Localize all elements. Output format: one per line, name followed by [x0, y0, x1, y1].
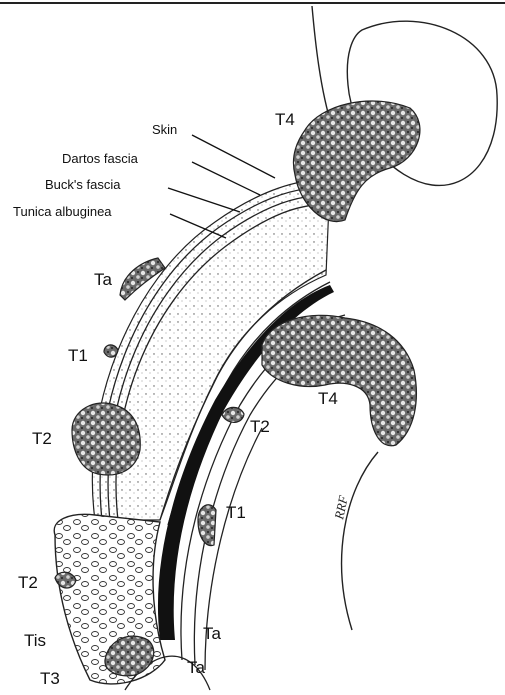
tumor-t4-right [262, 315, 416, 445]
label-t4-right: T4 [318, 389, 338, 408]
label-t4-top: T4 [275, 110, 295, 129]
label-tis: Tis [24, 631, 46, 650]
label-t2-left: T2 [32, 429, 52, 448]
label-t1-right: T1 [226, 503, 246, 522]
label-t2-glans: T2 [18, 573, 38, 592]
artist-signature: RRF [331, 493, 351, 521]
label-dartos-fascia: Dartos fascia [62, 151, 139, 166]
label-t2-right: T2 [250, 417, 270, 436]
label-ta-lower-1: Ta [203, 624, 222, 643]
tumor-t2-right [222, 407, 244, 422]
label-bucks-fascia: Buck's fascia [45, 177, 121, 192]
label-ta-upper: Ta [94, 270, 113, 289]
label-ta-lower-2: Ta [187, 658, 206, 677]
label-t3: T3 [40, 669, 60, 688]
tumor-t1-right [198, 505, 216, 546]
label-skin: Skin [152, 122, 177, 137]
label-t1-left: T1 [68, 346, 88, 365]
tumor-t2-left [72, 403, 140, 475]
tumor-t2-glans [55, 572, 76, 588]
tumor-t1-left [104, 345, 118, 357]
label-tunica-albuginea: Tunica albuginea [13, 204, 112, 219]
layer-labels: Skin Dartos fascia Buck's fascia Tunica … [13, 122, 177, 219]
tumor-t4-top [293, 101, 419, 222]
